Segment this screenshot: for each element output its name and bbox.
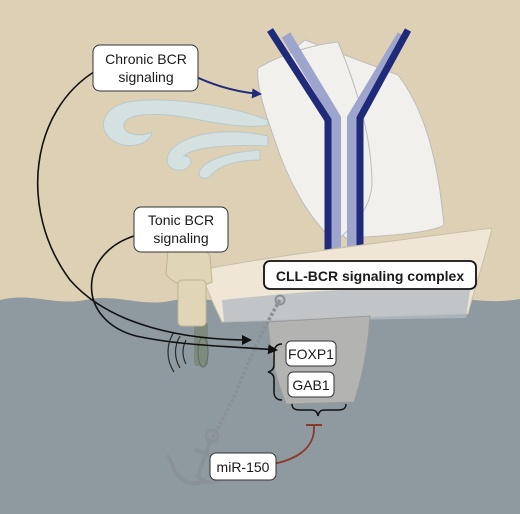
gab1-label-box — [287, 371, 335, 398]
target-brace — [267, 343, 283, 401]
foxp1-label-box — [285, 340, 337, 367]
vibration-mark — [174, 335, 181, 369]
outboard-motor-icon — [165, 242, 213, 368]
tonic-label-line1: Tonic BCR — [148, 212, 214, 228]
vibration-mark — [182, 339, 187, 365]
chronic-label-line2: signaling — [118, 69, 173, 85]
complex-label: CLL-BCR signaling complex — [276, 268, 464, 284]
bottom-brace — [291, 403, 347, 417]
vibration-mark — [167, 331, 175, 373]
chain-ring — [274, 294, 286, 306]
chronic-signal-arrow — [36, 69, 252, 345]
sea — [0, 297, 520, 514]
antibody-y-icon — [267, 28, 412, 258]
mir150-label: miR-150 — [217, 459, 270, 475]
complex-label-box — [263, 260, 477, 290]
chronic-label-line1: Chronic BCR — [105, 51, 187, 67]
tonic-label-line2: signaling — [153, 230, 208, 246]
chronic-label-box — [92, 44, 199, 92]
wind-gust-icon — [102, 99, 269, 179]
foxp1-label: FOXP1 — [288, 346, 334, 362]
gab1-label: GAB1 — [292, 377, 330, 393]
mir150-label-box — [209, 452, 277, 481]
tonic-label-box — [133, 206, 229, 253]
tonic-signal-arrow — [90, 235, 278, 355]
propeller — [197, 336, 209, 368]
anchor-chain — [208, 299, 282, 443]
